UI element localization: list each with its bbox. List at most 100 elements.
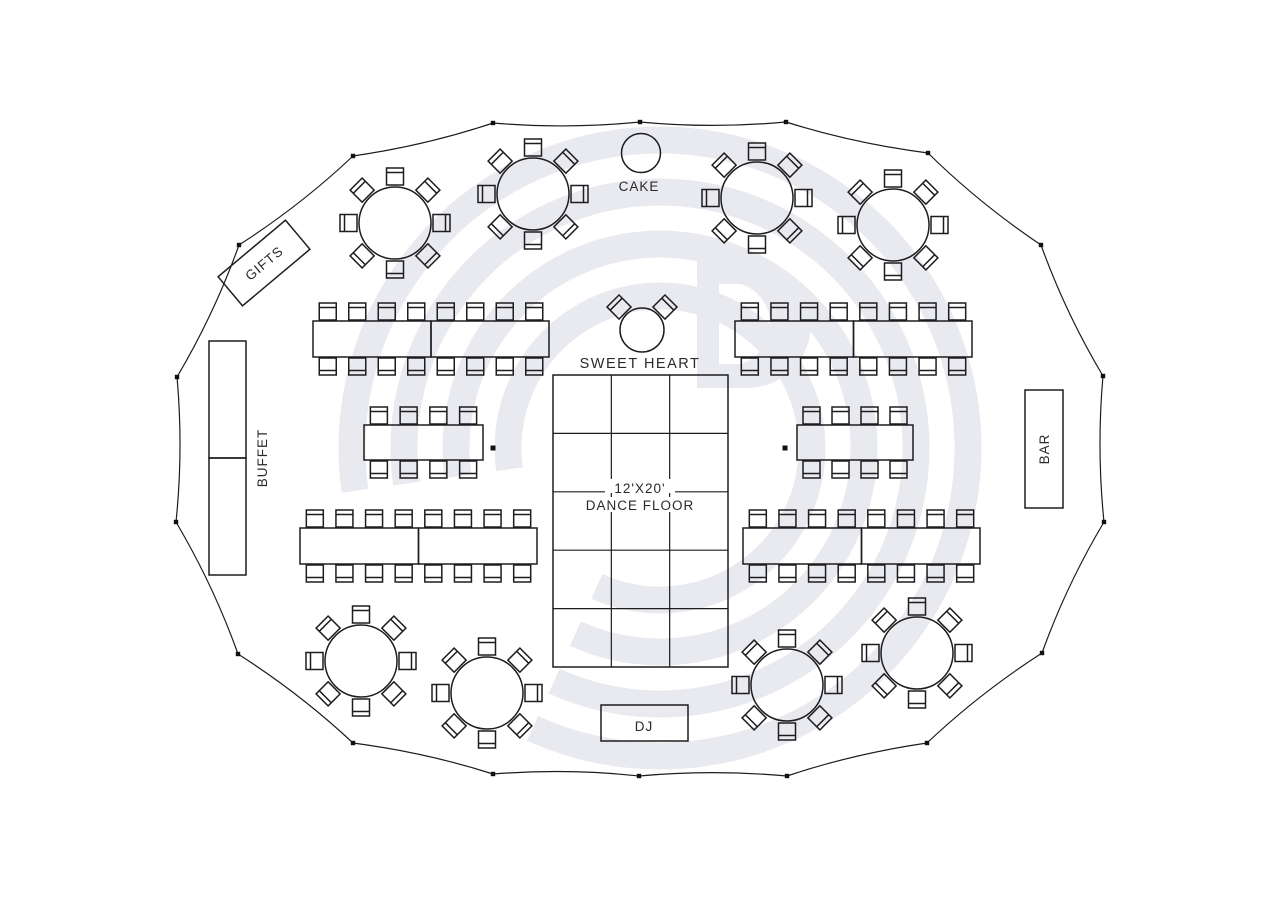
chair [888,302,908,321]
chair [701,188,720,208]
chair [807,564,827,583]
chair [483,564,502,583]
round-table [339,167,451,279]
tent-stake-marker [173,519,179,525]
chair [651,293,679,321]
tent-stake-marker [350,153,356,159]
chair [936,607,963,634]
round-table [477,138,589,250]
chair [871,672,898,699]
chair [348,302,367,321]
sweetheart-table [605,293,679,353]
chair [399,460,418,479]
watermark-ring [442,230,878,666]
tent-stake-marker [235,651,241,657]
dance-floor-size-label: 12'X20' [614,481,665,496]
buffet-table [208,340,247,576]
watermark-ring [494,282,826,614]
chair [351,605,371,624]
bar-label: BAR [1037,434,1052,465]
chair [776,217,803,244]
sweet-heart-label: SWEET HEART [580,356,701,372]
chair [369,460,389,479]
chair [335,564,354,583]
banquet-table [742,509,981,583]
cake-table [620,132,662,174]
chair [407,357,426,376]
banquet-table [312,302,550,376]
chair [398,651,417,671]
dance-floor-label-halo [596,497,688,512]
chair [741,639,768,666]
chair [889,406,908,425]
chair [458,406,478,425]
chair [436,357,455,376]
chair [385,260,405,279]
dance-floor-label-halo [605,479,675,493]
chair [605,293,633,321]
chair [441,647,468,674]
round-table [861,597,973,709]
chair [806,639,833,666]
chair [414,177,441,204]
chair [394,509,413,528]
chair [889,460,908,479]
chair [477,184,496,204]
dance-floor-label: DANCE FLOOR [586,498,695,513]
chair [512,564,532,583]
chair [912,244,939,271]
chair [896,564,916,583]
chair [883,262,903,281]
chair [776,152,803,179]
tent-outline [173,119,1107,779]
round-table [837,169,949,281]
tent-stake-marker [1101,519,1107,525]
chair [399,406,418,425]
chair [380,680,407,707]
chair [711,217,738,244]
chair [305,564,325,583]
round-table [431,637,543,749]
chair [495,302,514,321]
dj-label: DJ [635,719,654,734]
chair [466,302,485,321]
chair [770,357,789,376]
chair [506,712,533,739]
chair [837,564,856,583]
chair [829,357,848,376]
chair [867,564,886,583]
chair [918,357,937,376]
chair [466,357,485,376]
chair [305,509,325,528]
chair [483,509,502,528]
chair [477,637,497,656]
chair [525,357,544,376]
chair [802,460,821,479]
watermark-logo [338,126,982,770]
chair [907,597,927,616]
chair [778,509,797,528]
chair [777,629,797,648]
chair [731,675,750,695]
chair [918,302,937,321]
tent-stake-marker [637,119,643,125]
banquet-table [299,509,538,583]
chair [926,564,945,583]
chair [711,152,738,179]
chair [487,213,514,240]
chair [407,302,426,321]
chair [896,509,916,528]
chair [318,357,337,376]
center-pole-marker [782,445,788,451]
chair [385,167,405,186]
chair [859,302,878,321]
chair [512,509,532,528]
chair [799,302,819,321]
chair [477,730,497,749]
chair [524,683,543,703]
chair [315,615,342,642]
tent-stake-marker [783,119,789,125]
chair [369,406,389,425]
chair [348,357,367,376]
tent-stake-marker [1100,373,1106,379]
